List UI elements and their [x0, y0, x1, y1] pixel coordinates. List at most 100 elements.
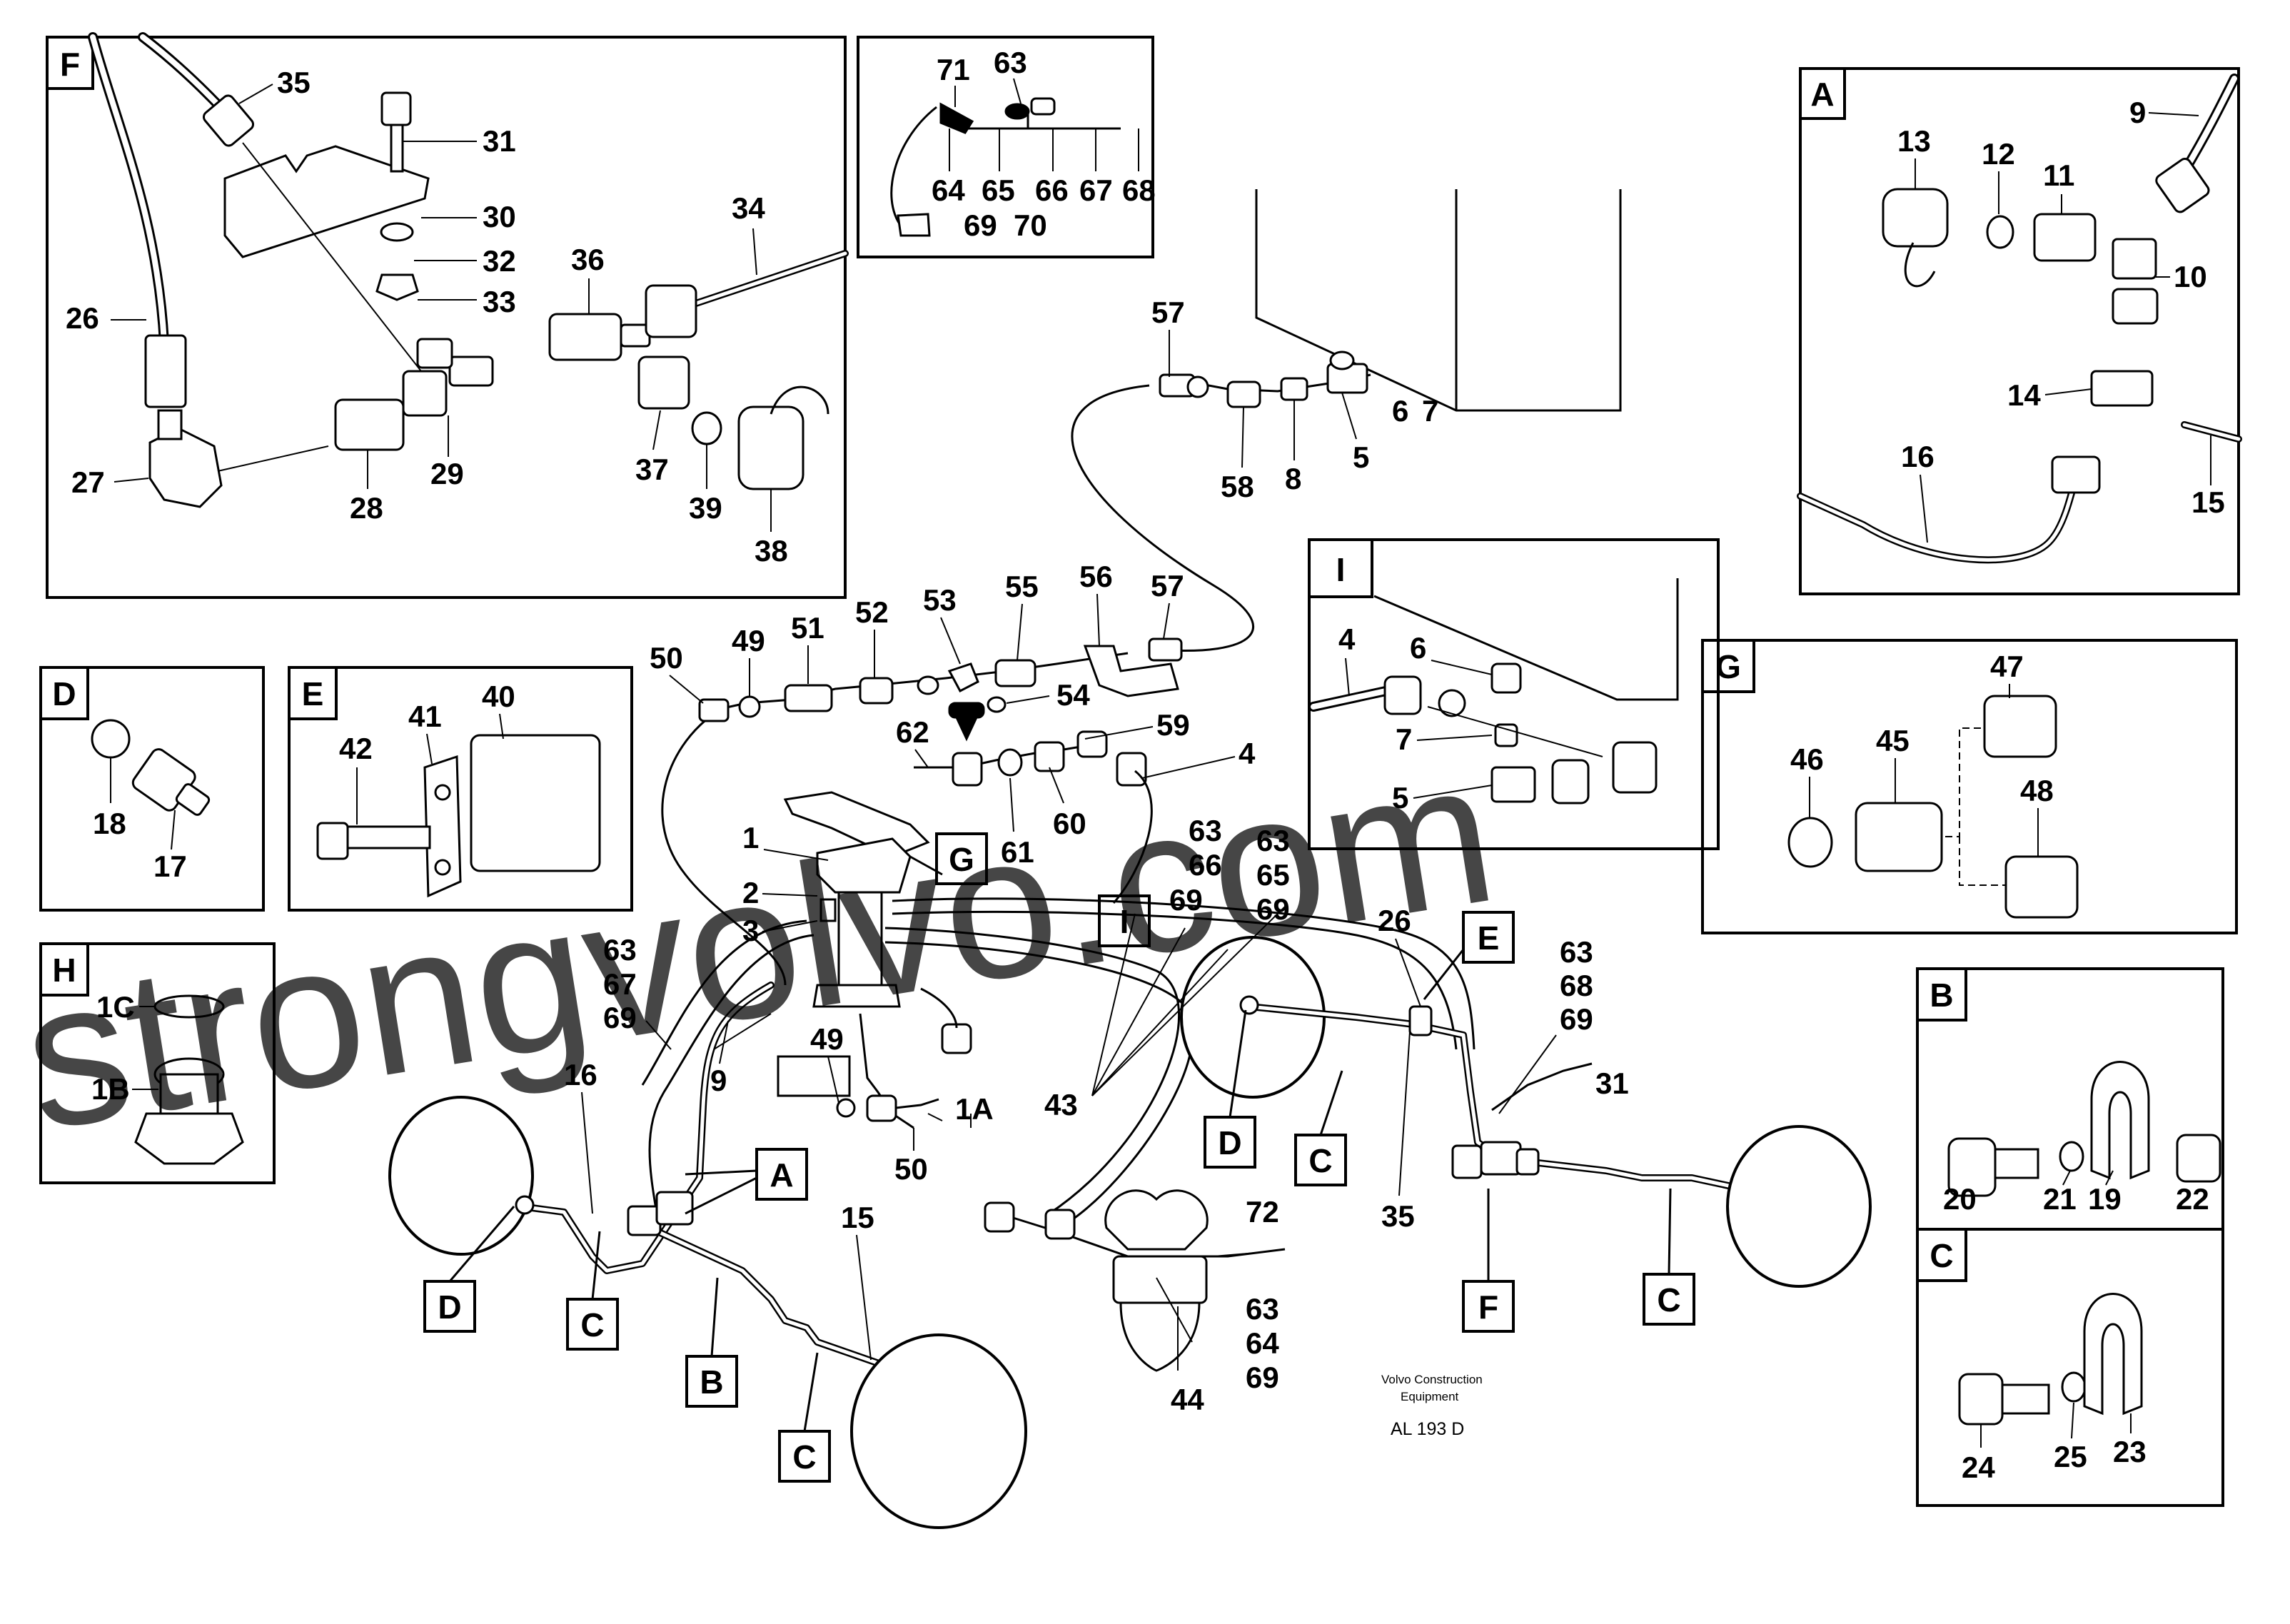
panel-f-frame — [46, 36, 847, 599]
callout-b-1: B — [700, 1363, 723, 1401]
label-main-43: 43 — [1044, 1088, 1078, 1121]
panel-d-frame — [39, 666, 265, 912]
callout-g: G — [949, 841, 974, 878]
panel-c-frame — [1916, 1228, 2224, 1507]
label-main-63a: 63 — [1189, 814, 1222, 847]
panel-c-letter: C — [1930, 1237, 1953, 1274]
label-main-35: 35 — [1381, 1199, 1415, 1233]
panel-d-drawing — [91, 719, 211, 816]
label-c-25: 25 — [2054, 1440, 2087, 1473]
label-main-68d: 68 — [1560, 969, 1593, 1002]
label-kit-67: 67 — [1079, 173, 1113, 207]
tank-outline — [1255, 189, 1622, 412]
panel-kit-frame — [857, 36, 1154, 258]
label-i-4: 4 — [1338, 622, 1356, 656]
label-e-41: 41 — [408, 700, 442, 733]
panel-h-letter: H — [52, 952, 76, 989]
label-e-40: 40 — [482, 680, 515, 713]
label-main-50b: 50 — [894, 1152, 928, 1186]
label-main-57a: 57 — [1151, 296, 1185, 329]
label-main-1: 1 — [742, 821, 759, 854]
label-g-48: 48 — [2020, 774, 2054, 807]
panel-h-drawing — [134, 994, 244, 1165]
label-h-1B: 1B — [91, 1072, 130, 1106]
label-f-33: 33 — [483, 285, 516, 318]
label-main-65b: 65 — [1256, 858, 1290, 892]
label-main-31: 31 — [1595, 1066, 1629, 1100]
panel-f-drawing — [88, 32, 849, 508]
label-main-66a: 66 — [1189, 848, 1222, 882]
panel-i-frame — [1308, 538, 1720, 850]
panel-d-letter: D — [52, 675, 76, 712]
panel-c-drawing — [1958, 1293, 2143, 1426]
callout-f: F — [1478, 1288, 1498, 1326]
label-main-15: 15 — [841, 1201, 874, 1234]
label-b-21: 21 — [2043, 1182, 2077, 1216]
label-main-55: 55 — [1005, 570, 1039, 603]
label-main-51: 51 — [791, 611, 824, 645]
label-main-63d: 63 — [1560, 935, 1593, 969]
panel-i-letter: I — [1336, 551, 1346, 588]
label-main-69c: 69 — [603, 1001, 637, 1034]
label-main-72: 72 — [1246, 1195, 1279, 1229]
label-main-9: 9 — [710, 1064, 727, 1097]
label-kit-64: 64 — [932, 173, 965, 207]
callout-a: A — [770, 1156, 793, 1194]
label-main-5: 5 — [1353, 440, 1369, 474]
footer: Volvo Construction Equipment AL 193 D — [1381, 1373, 1483, 1439]
label-main-63b: 63 — [1256, 824, 1290, 857]
label-a-15: 15 — [2191, 485, 2225, 519]
footer-company: Volvo Construction — [1381, 1373, 1483, 1386]
label-i-6: 6 — [1410, 631, 1426, 665]
panel-a-frame — [1799, 67, 2240, 595]
label-main-56: 56 — [1079, 560, 1113, 593]
label-f-34: 34 — [732, 191, 765, 225]
callout-c-2: C — [792, 1438, 816, 1476]
label-main-63c: 63 — [603, 933, 637, 967]
panel-e-frame — [288, 666, 633, 912]
label-e-42: 42 — [339, 732, 373, 765]
label-f-27: 27 — [71, 465, 105, 499]
label-main-6: 6 — [1392, 394, 1408, 428]
label-f-35: 35 — [277, 66, 311, 99]
label-main-49b: 49 — [810, 1022, 844, 1056]
panel-e-drawing — [316, 734, 601, 898]
footer-code: AL 193 D — [1391, 1419, 1464, 1439]
panel-e-letter: E — [302, 675, 324, 712]
callout-d-1: D — [438, 1288, 461, 1326]
part-labels: 35 31 30 32 33 34 36 26 27 28 29 37 39 3… — [66, 46, 2225, 1484]
panel-b-drawing — [1947, 1061, 2221, 1197]
label-main-7: 7 — [1422, 394, 1438, 428]
label-main-3: 3 — [742, 914, 759, 947]
label-d-17: 17 — [153, 849, 187, 883]
label-main-63e: 63 — [1246, 1292, 1279, 1326]
panel-i-drawing — [1308, 578, 1679, 805]
label-main-26: 26 — [1378, 904, 1411, 937]
label-kit-63: 63 — [994, 46, 1027, 79]
callout-tags: I G E A F D C B C D C C — [423, 832, 1695, 1483]
label-a-13: 13 — [1897, 124, 1931, 158]
label-main-16: 16 — [564, 1058, 597, 1091]
callout-d-2: D — [1218, 1124, 1241, 1161]
label-main-69a: 69 — [1169, 883, 1203, 917]
label-f-32: 32 — [483, 244, 516, 278]
label-main-62: 62 — [896, 715, 929, 749]
label-a-14: 14 — [2007, 378, 2041, 412]
label-main-2: 2 — [742, 876, 759, 909]
label-a-16: 16 — [1901, 440, 1935, 473]
panel-a-drawing — [1797, 74, 2242, 564]
panel-f-letter: F — [60, 46, 80, 83]
label-f-36: 36 — [571, 243, 605, 276]
label-f-26: 26 — [66, 301, 99, 335]
leader-lines — [713, 849, 1286, 1371]
label-f-31: 31 — [483, 124, 516, 158]
label-main-1A: 1A — [955, 1092, 994, 1126]
label-main-50: 50 — [650, 641, 683, 675]
label-main-59: 59 — [1156, 708, 1190, 742]
callout-c-3: C — [1308, 1142, 1332, 1179]
label-kit-66: 66 — [1035, 173, 1069, 207]
label-f-37: 37 — [635, 453, 669, 486]
footer-company-2: Equipment — [1401, 1390, 1459, 1403]
panel-g-letter: G — [1715, 648, 1741, 685]
label-main-61: 61 — [1001, 835, 1034, 869]
